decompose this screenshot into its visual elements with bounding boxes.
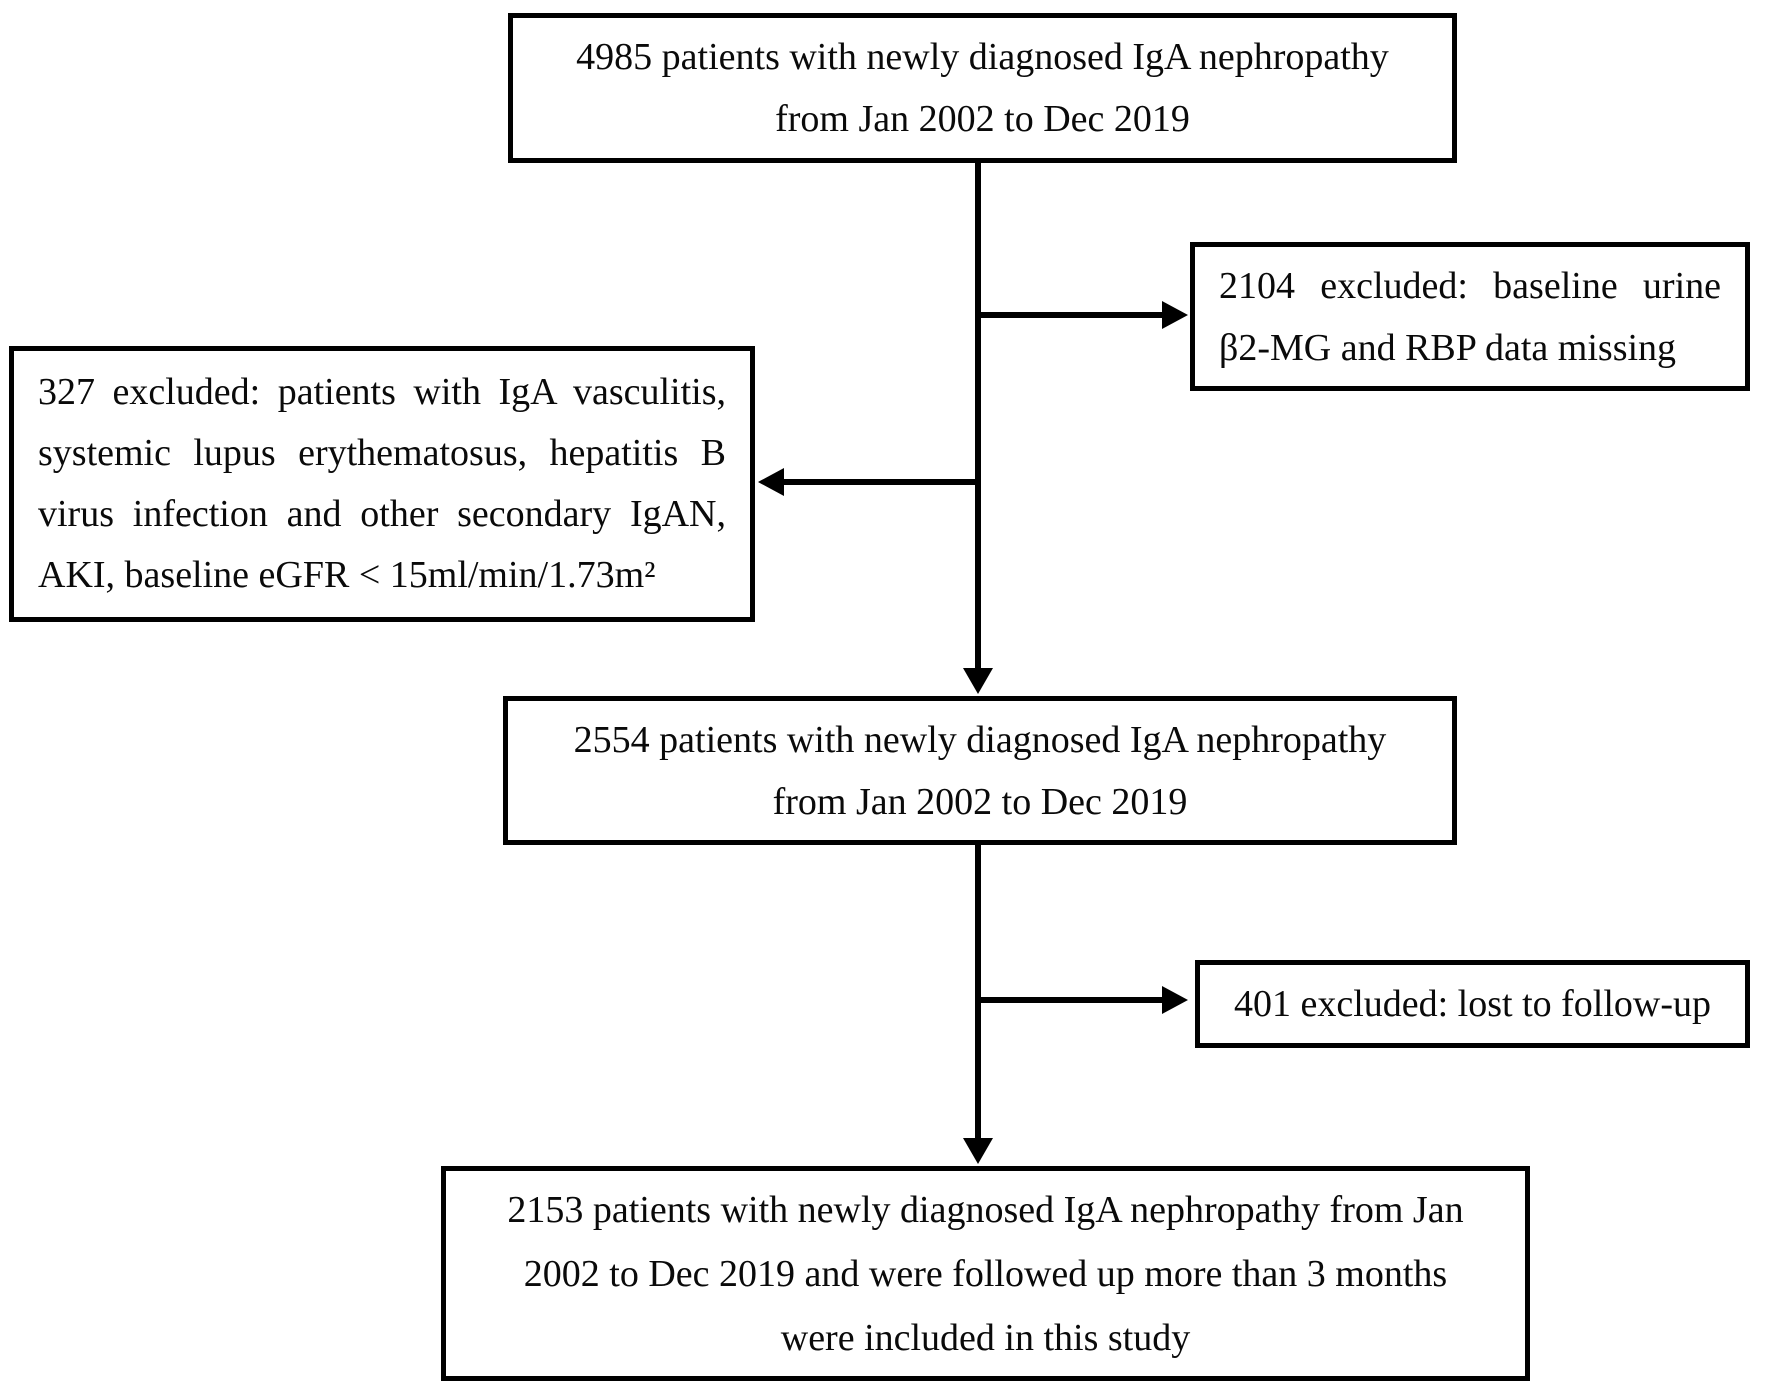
node-text-line: 2153 patients with newly diagnosed IgA n… bbox=[507, 1188, 1464, 1231]
node-excluded-missing-data: 2104 excluded: baseline urine β2-MG and … bbox=[1190, 242, 1750, 391]
node-final-cohort: 2153 patients with newly diagnosed IgA n… bbox=[441, 1166, 1530, 1381]
node-text-line: from Jan 2002 to Dec 2019 bbox=[772, 780, 1188, 823]
arrowhead-right-icon bbox=[1162, 301, 1188, 329]
arrowhead-down-icon bbox=[963, 1138, 993, 1164]
node-text-line: virus infection and other secondary IgAN… bbox=[38, 493, 726, 535]
connector-to-excluded-secondary bbox=[784, 479, 981, 485]
node-text-line: β2-MG and RBP data missing bbox=[1219, 326, 1677, 369]
node-excluded-secondary-causes: 327 excluded: patients with IgA vasculit… bbox=[9, 346, 755, 622]
connector-to-excluded-missing bbox=[978, 312, 1164, 318]
node-text-line: 2554 patients with newly diagnosed IgA n… bbox=[573, 718, 1387, 761]
node-text-line: 327 excluded: patients with IgA vasculit… bbox=[38, 371, 726, 413]
arrowhead-left-icon bbox=[758, 468, 784, 496]
node-text-line: systemic lupus erythematosus, hepatitis … bbox=[38, 432, 726, 474]
node-text-line: 401 excluded: lost to follow-up bbox=[1233, 983, 1712, 1025]
node-text-line: AKI, baseline eGFR < 15ml/min/1.73m² bbox=[38, 554, 656, 596]
node-text-line: were included in this study bbox=[780, 1316, 1191, 1359]
connector-initial-to-post bbox=[975, 163, 981, 668]
node-post-exclusion-cohort: 2554 patients with newly diagnosed IgA n… bbox=[503, 696, 1457, 845]
node-initial-cohort: 4985 patients with newly diagnosed IgA n… bbox=[508, 13, 1457, 163]
arrowhead-down-icon bbox=[963, 668, 993, 694]
node-text-line: from Jan 2002 to Dec 2019 bbox=[775, 98, 1190, 140]
connector-to-excluded-followup bbox=[978, 997, 1164, 1003]
node-text-line: 2002 to Dec 2019 and were followed up mo… bbox=[523, 1252, 1448, 1295]
connector-post-to-final bbox=[975, 845, 981, 1138]
node-text-line: 2104 excluded: baseline urine bbox=[1219, 264, 1721, 307]
node-excluded-lost-followup: 401 excluded: lost to follow-up bbox=[1195, 960, 1750, 1048]
node-text-line: 4985 patients with newly diagnosed IgA n… bbox=[576, 36, 1389, 78]
arrowhead-right-icon bbox=[1162, 986, 1188, 1014]
